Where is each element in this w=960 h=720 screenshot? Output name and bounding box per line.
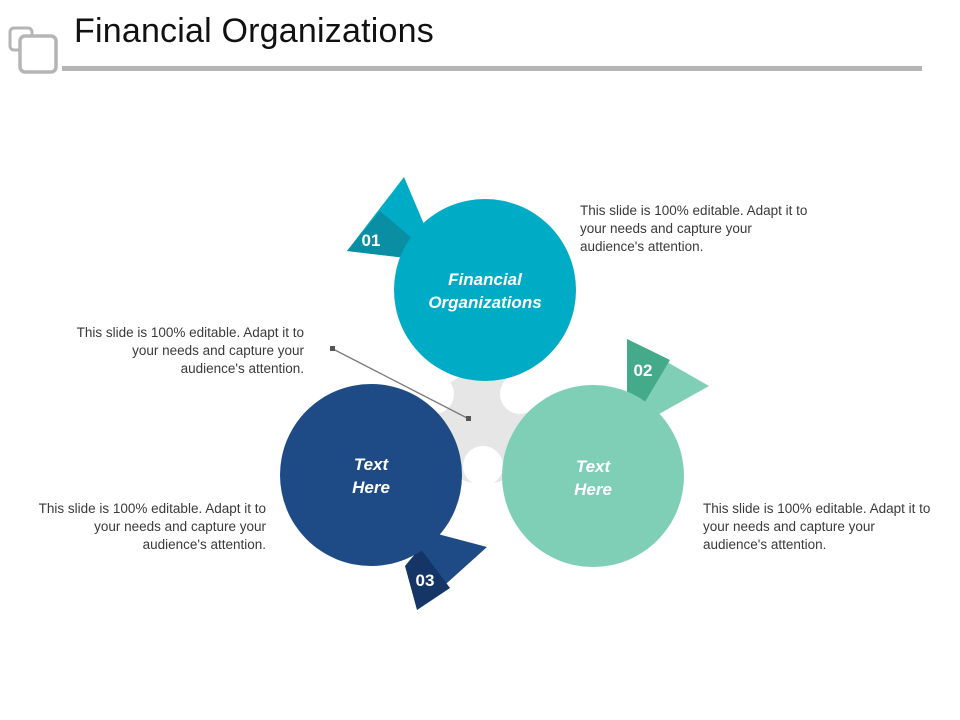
overlapping-squares-icon [8,26,58,74]
node-02-number: 02 [634,361,653,380]
node-01-label-line2: Organizations [428,293,541,312]
node-03-label-line1: Text [354,455,390,474]
node-03-pointer [405,528,487,610]
title-underline [62,66,922,71]
slide-title: Financial Organizations [74,12,434,50]
callout-description: This slide is 100% editable. Adapt it to… [76,325,304,376]
node-03-circle [280,384,462,566]
callout-connector [330,346,471,421]
node-01-circle [394,199,576,381]
node-02-label-line2: Here [574,480,612,499]
node-02-label-line1: Text [576,457,612,476]
node-02-circle [502,385,684,567]
node-01-number: 01 [362,231,381,250]
node-01-label-line1: Financial [448,270,523,289]
node-03-description: This slide is 100% editable. Adapt it to… [38,501,266,552]
node-03-label-line2: Here [352,478,390,497]
node-03-number: 03 [416,571,435,590]
node-02-description: This slide is 100% editable. Adapt it to… [703,501,931,552]
node-01-description: This slide is 100% editable. Adapt it to… [580,203,808,254]
